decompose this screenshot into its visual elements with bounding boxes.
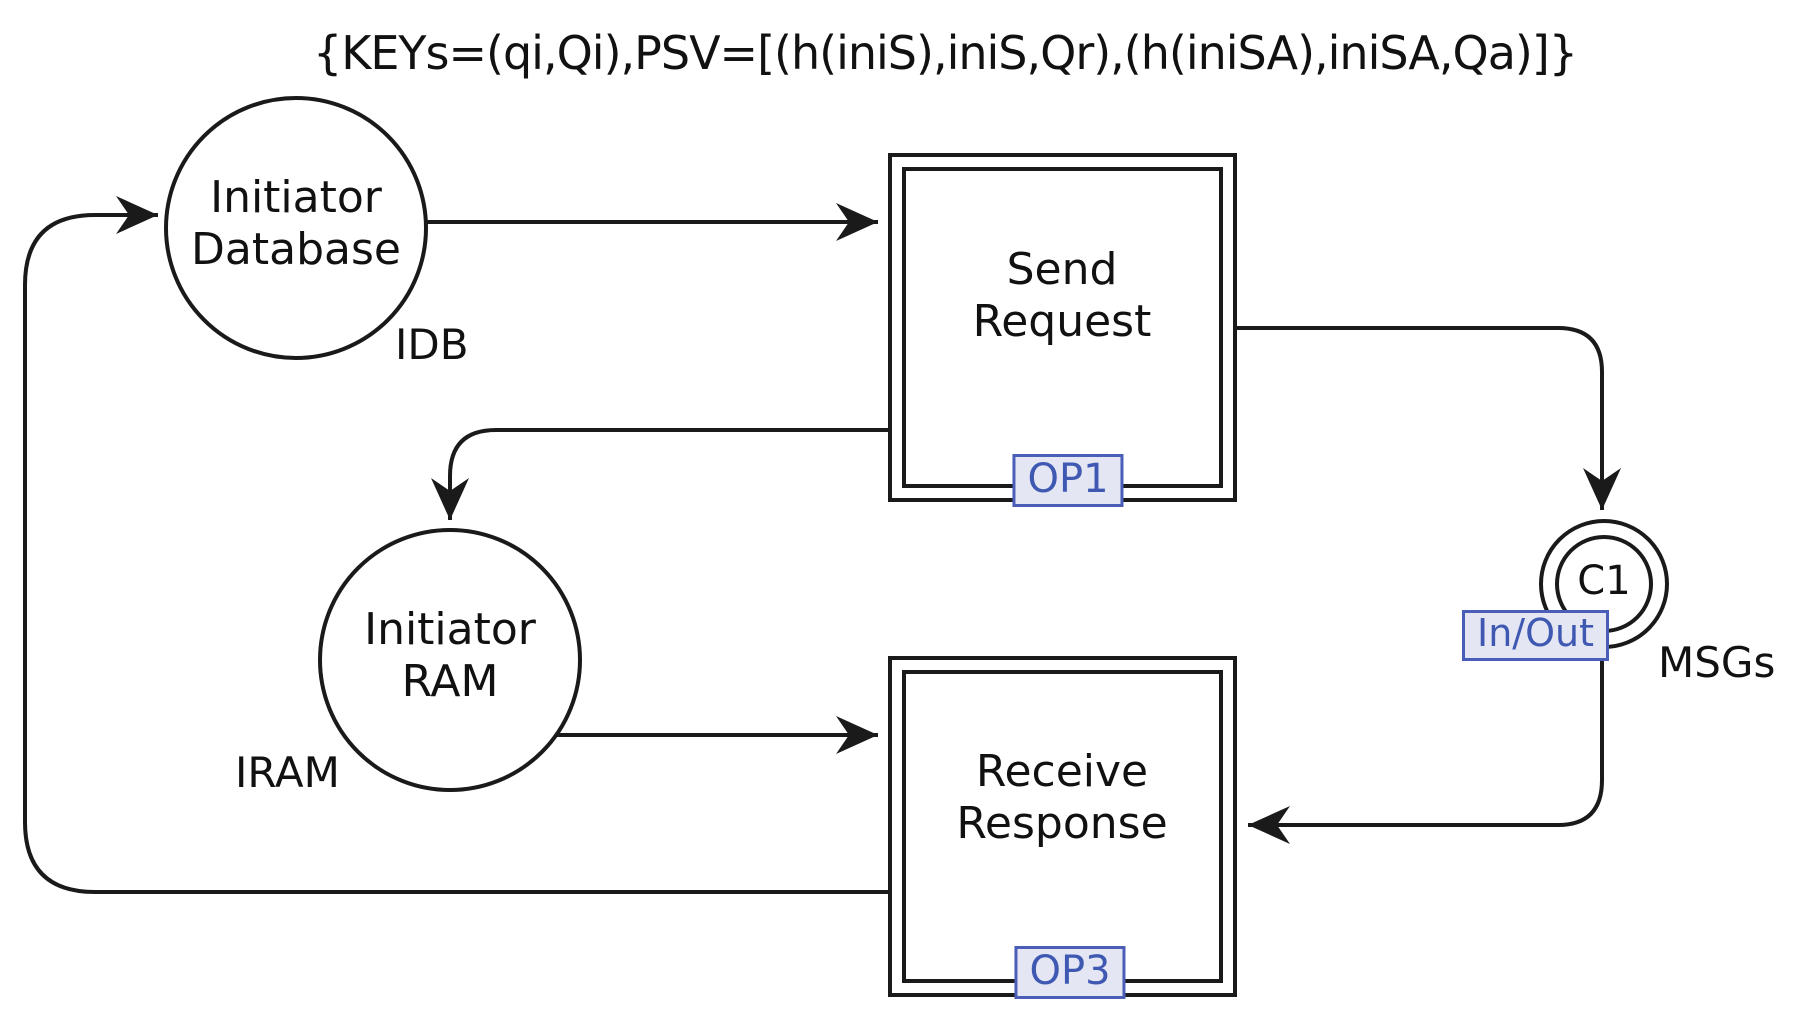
send-request-label-line1: Send — [1006, 244, 1118, 295]
place-iram-label-line2: RAM — [401, 655, 499, 707]
transition-receive-response-label: Receive Response — [912, 746, 1212, 850]
transition-send-request-outer-rect — [888, 153, 1237, 502]
receive-response-label-line1: Receive — [975, 746, 1149, 797]
place-iram-circle — [318, 528, 582, 792]
op3-badge: OP3 — [1014, 946, 1126, 999]
inout-badge: In/Out — [1462, 610, 1609, 661]
place-idb-label-line2: Database — [191, 223, 401, 275]
place-c1-tag: MSGs — [1658, 638, 1776, 687]
receive-response-label-line2: Response — [956, 797, 1168, 849]
annotation-text: {KEYs=(qi,Qi),PSV=[(h(iniS),iniS,Qr),(h(… — [312, 26, 1578, 80]
place-iram-tag: IRAM — [235, 748, 340, 797]
transition-send-request-label: Send Request — [912, 244, 1212, 348]
transition-receive-response-outer-rect — [888, 656, 1237, 997]
place-iram-label-line1: Initiator — [364, 604, 536, 655]
place-idb-circle — [164, 96, 428, 360]
place-iram-label: Initiator RAM — [300, 604, 600, 708]
send-request-label-line2: Request — [972, 295, 1152, 347]
place-c1-label: C1 — [1577, 558, 1631, 604]
arc-send-request-to-iram — [431, 428, 890, 520]
place-idb-label: Initiator Database — [146, 172, 446, 276]
arc-c1-to-receive-response — [1248, 645, 1604, 844]
place-idb-tag: IDB — [395, 320, 469, 369]
place-idb-label-line1: Initiator — [210, 172, 382, 223]
arc-receive-response-to-idb — [23, 196, 890, 894]
op1-badge: OP1 — [1012, 454, 1124, 507]
arc-send-request-to-c1 — [1235, 326, 1621, 510]
